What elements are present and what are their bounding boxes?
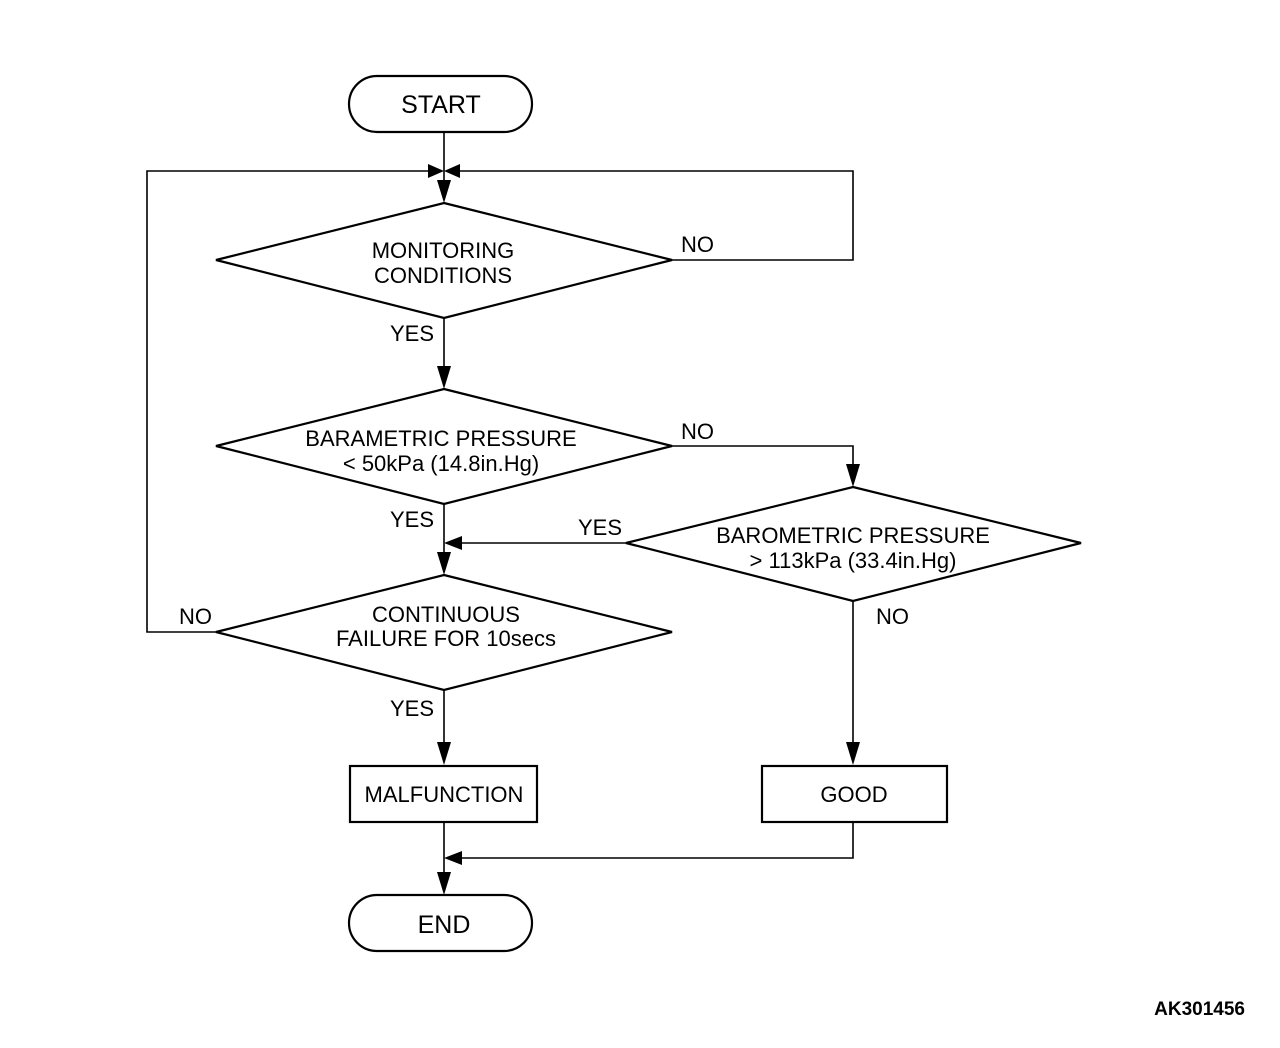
- malfunction-label: MALFUNCTION: [365, 782, 524, 807]
- arrow-left-join-good: [444, 851, 462, 865]
- baro-high-label-line1: BAROMETRIC PRESSURE: [716, 523, 990, 548]
- edge-label-continuous-no: NO: [179, 604, 212, 629]
- edge-continuous-no-loop: [146, 170, 430, 633]
- arrow-right-left-loop: [428, 164, 444, 178]
- end-label: END: [418, 911, 471, 939]
- edge-label-baro-high-yes: YES: [578, 515, 622, 540]
- arrow-down-good: [846, 742, 860, 765]
- figure-id: AK301456: [1154, 999, 1245, 1020]
- edge-good-to-end: [458, 822, 854, 859]
- edge-label-monitoring-yes: YES: [390, 321, 434, 346]
- continuous-label-line1: CONTINUOUS: [372, 602, 520, 627]
- edge-label-baro-high-no: NO: [876, 604, 909, 629]
- good-label: GOOD: [820, 782, 887, 807]
- arrow-left-right-loop: [444, 164, 460, 178]
- decision-monitoring-conditions: [215, 201, 673, 320]
- edge-label-baro-low-yes: YES: [390, 507, 434, 532]
- edge-label-baro-low-no: NO: [681, 419, 714, 444]
- edge-label-continuous-yes: YES: [390, 696, 434, 721]
- arrow-left-join-yes: [444, 536, 462, 550]
- edge-monitoring-no-loop: [458, 170, 854, 261]
- monitoring-label-line1: MONITORING: [372, 238, 515, 263]
- baro-low-label-line1: BARAMETRIC PRESSURE: [305, 426, 576, 451]
- arrow-down-malfunction: [437, 742, 451, 765]
- edge-label-monitoring-no: NO: [681, 232, 714, 257]
- connectors: [146, 133, 854, 880]
- good-box: [760, 764, 949, 824]
- start-label: START: [401, 91, 481, 119]
- arrow-down-baro-high: [846, 464, 860, 487]
- end-terminal: [347, 893, 534, 953]
- continuous-label-line2: FAILURE FOR 10secs: [336, 626, 556, 651]
- baro-low-label-line2: < 50kPa (14.8in.Hg): [343, 451, 539, 476]
- monitoring-label-line2: CONDITIONS: [374, 263, 512, 288]
- arrow-down-baro-low: [437, 366, 451, 389]
- baro-high-label-line2: > 113kPa (33.4in.Hg): [750, 548, 957, 573]
- decision-continuous-failure: [215, 573, 673, 692]
- decision-barometric-low: [215, 387, 673, 506]
- arrow-down-continuous: [437, 552, 451, 575]
- arrow-down-monitoring: [437, 180, 451, 203]
- start-terminal: [347, 74, 534, 134]
- arrowheads: [428, 164, 860, 895]
- decision-barometric-high: [625, 485, 1082, 603]
- arrow-down-end: [437, 872, 451, 895]
- malfunction-box: [348, 764, 539, 824]
- edge-baro-low-no: [672, 445, 854, 472]
